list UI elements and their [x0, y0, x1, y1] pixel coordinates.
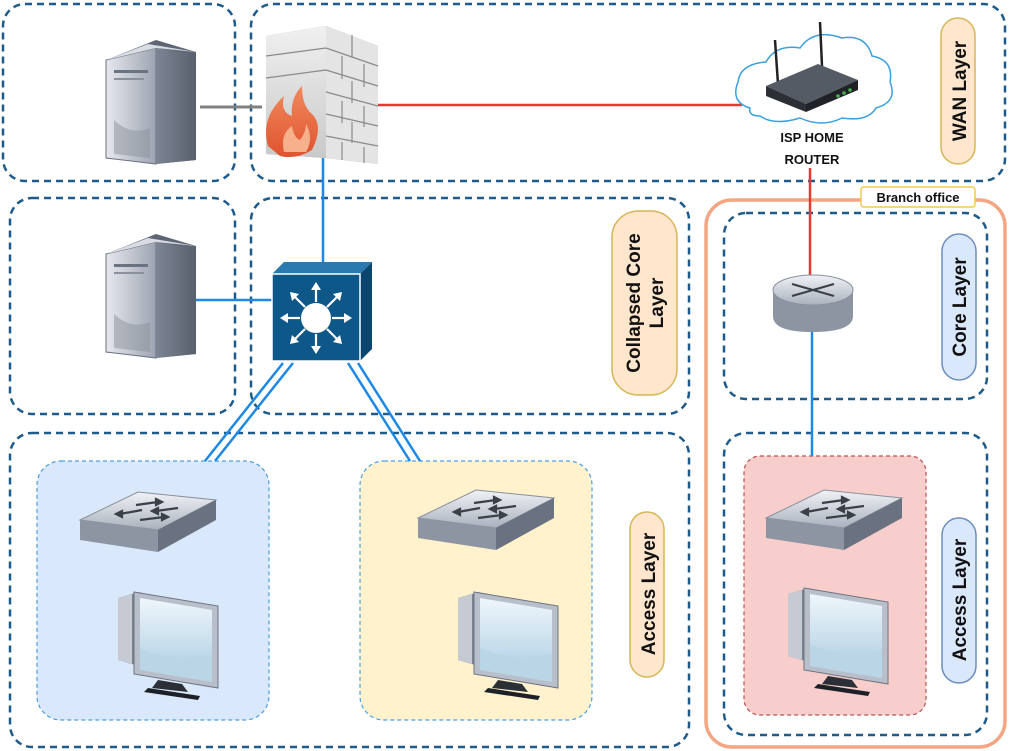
access-zone — [8, 431, 691, 749]
branch-access-zone — [722, 431, 989, 737]
wan-layer-label: WAN Layer — [950, 40, 971, 141]
branch-access-layer-pill — [941, 517, 977, 684]
branch-core-layer-pill — [941, 233, 977, 381]
svg-text:Layer: Layer — [647, 277, 668, 328]
core-access-blue-link — [204, 362, 294, 462]
wan-zone — [249, 2, 1007, 183]
collapsed-core-pill — [611, 210, 678, 396]
wan-layer-pill — [940, 17, 976, 165]
server-zone-top — [1, 2, 237, 183]
branch-office-tag — [860, 186, 976, 208]
core-access-yellow-link — [346, 362, 422, 462]
branch-core-zone — [722, 211, 989, 401]
server-icon[interactable] — [105, 233, 197, 359]
core-switch-icon[interactable] — [271, 262, 372, 362]
branch-access-layer-label: Access Layer — [950, 538, 971, 661]
branch-office-boundary — [704, 198, 1007, 749]
isp-home-router[interactable] — [735, 21, 893, 124]
isp-router-label-line1: ISP HOME — [780, 130, 844, 145]
router-icon — [766, 21, 858, 112]
collapsed-core-label: Collapsed Core Layer — [624, 233, 668, 372]
branch-office-title: Branch office — [876, 190, 959, 205]
server-zone-middle — [8, 196, 237, 416]
svg-text:Collapsed Core: Collapsed Core — [624, 233, 645, 372]
branch-router-icon[interactable] — [772, 274, 854, 332]
branch-core-layer-label: Core Layer — [950, 257, 971, 357]
server-icon[interactable] — [105, 39, 197, 165]
isp-router-label-line2: ROUTER — [785, 152, 841, 167]
access-layer-pill — [629, 511, 665, 678]
collapsed-core-zone — [249, 196, 691, 416]
firewall-icon[interactable] — [265, 26, 379, 164]
access-layer-label: Access Layer — [639, 532, 660, 655]
